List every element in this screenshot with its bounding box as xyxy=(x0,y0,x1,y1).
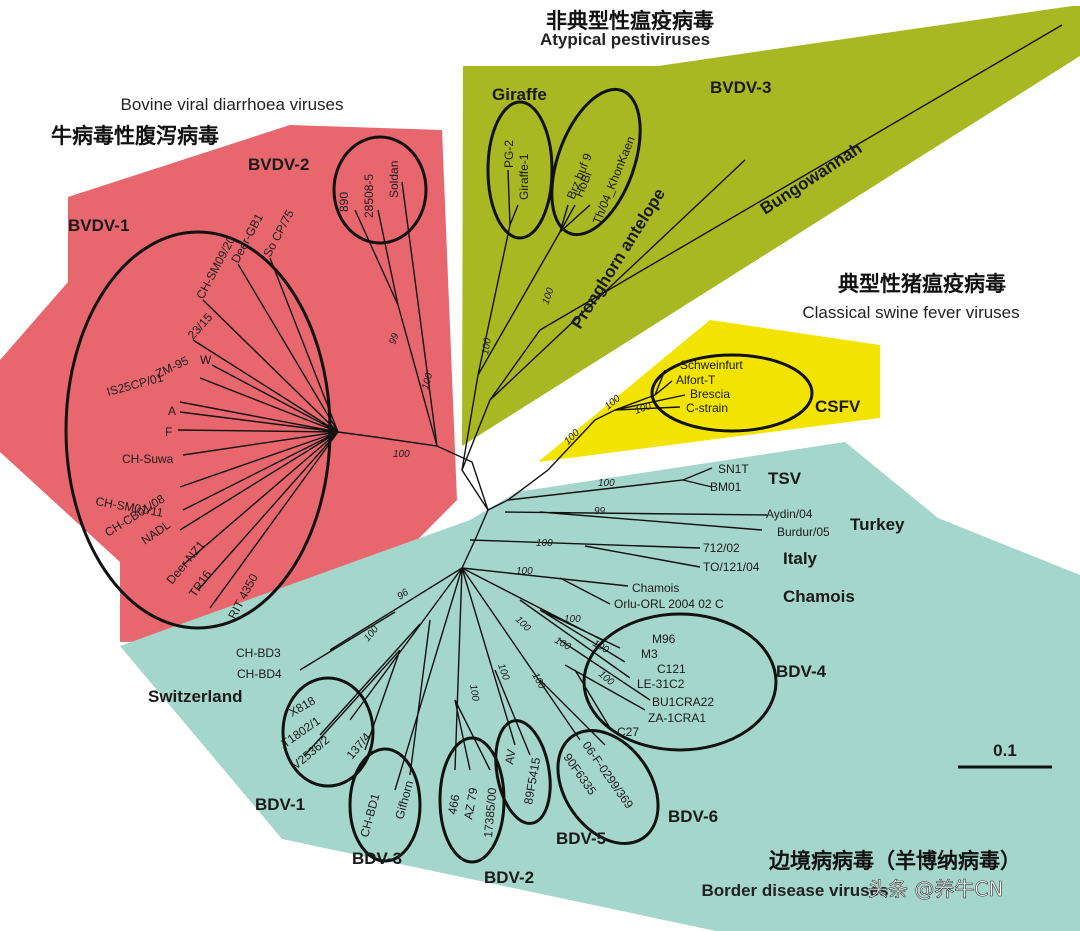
taxon-label: M3 xyxy=(641,647,658,661)
atypical-region xyxy=(462,6,1080,446)
taxon-label: 466 xyxy=(445,793,462,815)
taxa-bdv4: M96 M3 C121 LE-31C2 BU1CRA22 ZA-1CRA1 C2… xyxy=(617,632,714,739)
taxon-label: BU1CRA22 xyxy=(652,695,714,709)
bdv-region xyxy=(120,442,1080,931)
taxon-label: Alfort-T xyxy=(676,373,716,387)
taxon-label: Schweinfurt xyxy=(680,358,743,372)
taxon-label: C-strain xyxy=(686,401,728,415)
taxon-label: PG-2 xyxy=(502,140,516,168)
taxon-label: 28508-5 xyxy=(362,174,376,218)
taxa-bdv2: 466 AZ 79 17385/00 xyxy=(445,786,499,838)
bootstrap-value: 100 xyxy=(480,337,494,356)
bootstrap-value: 100 xyxy=(598,478,615,489)
taxon-label: 17385/00 xyxy=(481,787,499,838)
bootstrap-value: 100 xyxy=(564,614,581,625)
taxon-label: C27 xyxy=(617,725,639,739)
label-switzerland: Switzerland xyxy=(148,687,242,706)
csfv-region xyxy=(538,320,880,462)
taxon-label: CH-Suwa xyxy=(122,452,174,466)
watermark-text: 头条 @养牛CN xyxy=(868,877,1003,901)
taxon-label: CH-BD3 xyxy=(236,646,281,660)
taxon-label: M96 xyxy=(652,632,676,646)
taxon-label: Aydin/04 xyxy=(766,507,813,521)
taxa-giraffe: PG-2 Giraffe-1 xyxy=(502,140,531,200)
taxon-label: AZ 79 xyxy=(461,786,480,820)
label-bdv5: BDV-5 xyxy=(556,829,606,848)
taxon-label: Chamois xyxy=(632,581,679,595)
label-bvdv3: BVDV-3 xyxy=(710,78,771,97)
csf-title-en: Classical swine fever viruses xyxy=(802,303,1019,322)
taxon-label: SN1T xyxy=(718,462,749,476)
taxon-label: ZA-1CRA1 xyxy=(648,711,706,725)
taxon-label: AV xyxy=(502,748,518,765)
bootstrap-value: 100 xyxy=(516,566,533,577)
border-title-en: Border disease viruses xyxy=(701,881,888,900)
clade-ellipses xyxy=(64,87,814,864)
taxon-label: LE-31C2 xyxy=(637,677,685,691)
taxon-label: Giraffe-1 xyxy=(517,153,531,200)
taxon-label: Orlu-ORL 2004 02 C xyxy=(614,597,724,611)
label-bdv3: BDV-3 xyxy=(352,849,402,868)
bvdv-region xyxy=(0,125,457,642)
border-title-cn: 边境病病毒（羊博纳病毒） xyxy=(769,849,1021,873)
bootstrap-value: 99 xyxy=(594,506,606,517)
label-bvdv2: BVDV-2 xyxy=(248,155,309,174)
taxon-label: A xyxy=(168,404,176,418)
scale-bar-label: 0.1 xyxy=(993,741,1017,760)
label-tsv: TSV xyxy=(768,469,802,488)
bootstrap-value: 100 xyxy=(393,449,410,460)
label-bdv4: BDV-4 xyxy=(776,662,827,681)
label-giraffe: Giraffe xyxy=(492,85,547,104)
bootstrap-value: 100 xyxy=(420,371,435,390)
tree-branches xyxy=(177,24,1063,791)
taxon-label: 890 xyxy=(337,192,351,212)
taxon-label: Burdur/05 xyxy=(777,525,830,539)
taxa-csfv: Schweinfurt Alfort-T Brescia C-strain xyxy=(676,358,743,415)
taxon-label: 712/02 xyxy=(703,541,740,555)
taxa-mid: SN1T BM01 Aydin/04 Burdur/05 712/02 TO/1… xyxy=(614,462,830,611)
label-turkey: Turkey xyxy=(850,515,905,534)
taxon-label: TO/121/04 xyxy=(703,560,760,574)
bootstrap-value: 100 xyxy=(536,538,553,549)
csf-title-cn: 典型性猪瘟疫病毒 xyxy=(838,272,1006,296)
taxon-label: Brescia xyxy=(690,387,730,401)
taxon-label: Soldan xyxy=(387,161,401,198)
label-chamois: Chamois xyxy=(783,587,855,606)
taxon-label: C121 xyxy=(657,662,686,676)
scale-bar: 0.1 xyxy=(958,741,1052,769)
label-bdv6: BDV-6 xyxy=(668,807,718,826)
label-csfv: CSFV xyxy=(815,397,861,416)
taxon-label: F xyxy=(165,425,172,439)
label-bdv2: BDV-2 xyxy=(484,868,534,887)
bovine-title-cn: 牛病毒性腹泻病毒 xyxy=(51,124,219,148)
atypical-title-cn: 非典型性瘟疫病毒 xyxy=(546,9,714,33)
bootstrap-value: 100 xyxy=(467,684,481,703)
taxon-label: W xyxy=(200,353,212,367)
label-italy: Italy xyxy=(783,549,818,568)
taxon-label: BM01 xyxy=(710,480,742,494)
bovine-title-en: Bovine viral diarrhoea viruses xyxy=(121,95,344,114)
label-bvdv1: BVDV-1 xyxy=(68,216,129,235)
taxon-label: CH-BD4 xyxy=(237,667,282,681)
bootstrap-value: 99 xyxy=(387,331,401,346)
taxa-bvdv2: 890 28508-5 Soldan xyxy=(337,161,401,218)
taxa-switzerland: CH-BD3 CH-BD4 xyxy=(236,646,282,681)
atypical-title-en: Atypical pestiviruses xyxy=(540,30,710,49)
label-bdv1: BDV-1 xyxy=(255,795,305,814)
